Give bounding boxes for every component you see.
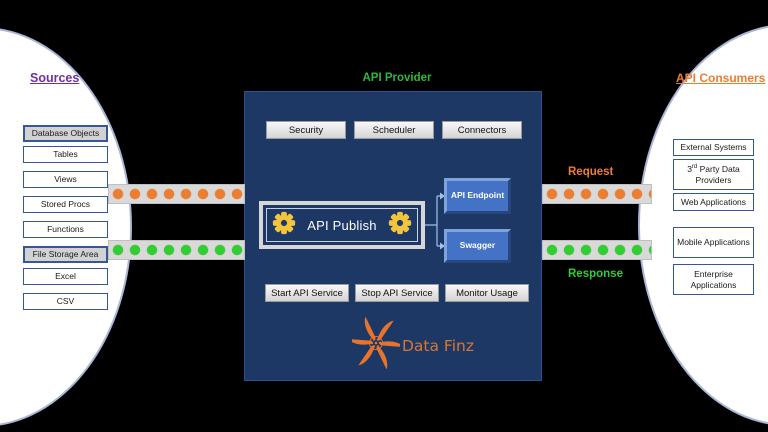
stop-api-service-button[interactable]: Stop API Service [355,284,439,302]
consumer-node-enterprise-applications: Enterprise Applications [673,264,754,295]
source-node-file-storage-area: File Storage Area [23,246,108,263]
data-finz-logo: Data Finz [347,316,474,374]
gear-icon [272,211,296,240]
pinwheel-logo-icon [347,316,405,374]
request-label: Request [568,166,614,178]
response-flow-band-right [542,240,652,260]
start-api-service-button[interactable]: Start API Service [265,284,349,302]
sources-title: Sources [30,71,80,85]
gear-icon [388,211,412,240]
request-flow-band-left [108,184,245,204]
security-button[interactable]: Security [266,121,346,139]
api-publish-box[interactable]: API Publish [259,201,425,249]
source-node-functions: Functions [23,221,108,238]
source-node-excel: Excel [23,268,108,285]
api-endpoint-button[interactable]: API Endpoint [444,178,511,214]
data-finz-wordmark: Data Finz [402,336,474,355]
monitor-usage-button[interactable]: Monitor Usage [445,284,529,302]
api-consumers-title: API Consumers [676,71,766,85]
consumer-node-3rd-party-data-providers: 3rd Party Data Providers [673,159,754,190]
api-provider-panel: Security Scheduler Connectors [244,91,542,381]
response-label: Response [568,268,623,280]
consumer-node-external-systems: External Systems [673,139,754,156]
consumer-node-mobile-applications: Mobile Applications [673,227,754,258]
source-node-database-objects: Database Objects [23,125,108,142]
response-flow-band-left [108,240,245,260]
request-flow-band-right [542,184,652,204]
source-node-csv: CSV [23,293,108,310]
publish-connector-arrows [425,192,445,250]
connectors-button[interactable]: Connectors [442,121,522,139]
consumer-node-web-applications: Web Applications [673,193,754,211]
scheduler-button[interactable]: Scheduler [354,121,434,139]
api-publish-label: API Publish [307,217,377,233]
source-node-stored-procs: Stored Procs [23,196,108,213]
source-node-tables: Tables [23,146,108,163]
api-provider-title: API Provider [362,72,432,84]
swagger-button[interactable]: Swagger [444,229,511,263]
source-node-views: Views [23,171,108,188]
